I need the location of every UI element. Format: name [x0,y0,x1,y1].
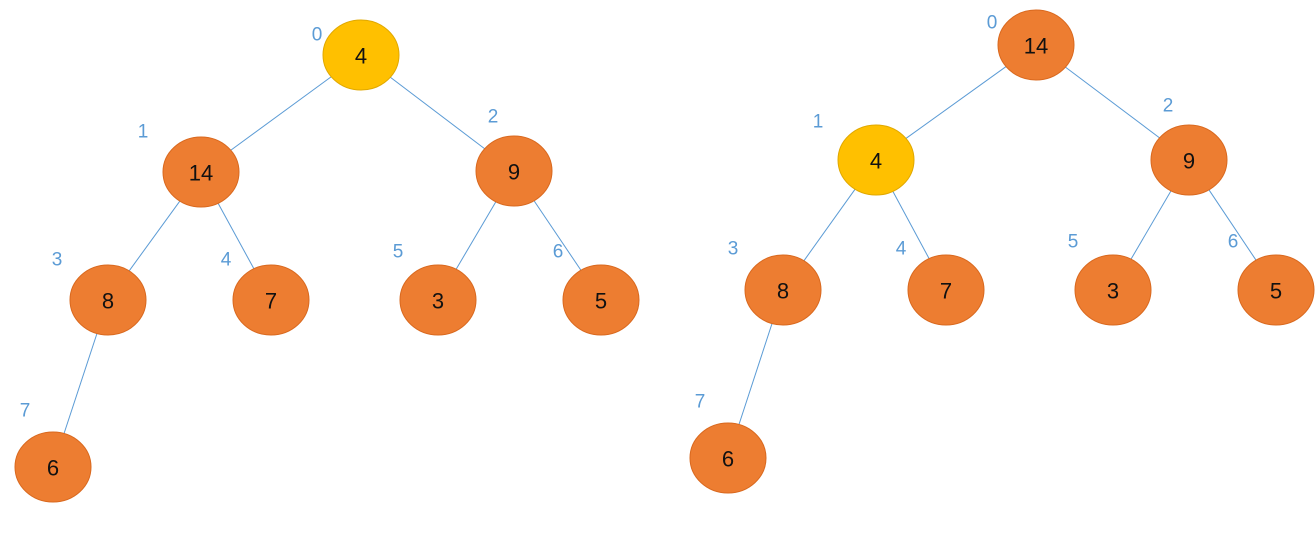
index-label-3: 3 [728,239,739,260]
node-circle [689,422,767,494]
node-1: 4 [837,124,915,196]
node-2: 9 [1150,124,1228,196]
edge-2-6 [1208,189,1257,261]
index-label-5: 5 [393,242,404,263]
index-label-0: 0 [987,13,998,34]
edge-3-7 [63,333,98,434]
node-circle [14,431,92,503]
node-circle [1237,254,1315,326]
node-circle [744,254,822,326]
edge-0-2 [390,76,485,150]
node-value: 14 [189,161,213,186]
node-circle [907,254,985,326]
index-label-1: 1 [813,112,824,133]
tree-after-swap: 14 0 4 1 9 2 8 3 7 4 3 5 5 6 6 7 [689,9,1315,494]
node-3: 8 [69,264,147,336]
node-circle [475,135,553,207]
node-circle [562,264,640,336]
node-value: 6 [722,447,734,472]
index-label-7: 7 [20,401,31,422]
index-label-2: 2 [1163,96,1174,117]
tree-before-swap: 4 0 14 1 9 2 8 3 7 4 3 5 5 6 6 7 [14,19,640,503]
node-0: 4 [322,19,400,91]
edge-2-5 [1130,190,1172,260]
highlighted-node-circle [837,124,915,196]
node-value: 3 [432,289,444,314]
node-circle [232,264,310,336]
edge-2-6 [533,200,582,271]
node-6: 5 [1237,254,1315,326]
node-circle [162,136,240,208]
node-circle [997,9,1075,81]
edge-1-4 [217,203,255,269]
node-value: 5 [595,289,607,314]
node-1: 14 [162,136,240,208]
node-2: 9 [475,135,553,207]
node-value: 14 [1024,34,1048,59]
edge-1-3 [128,200,181,272]
node-value: 9 [1183,149,1195,174]
index-label-2: 2 [488,107,499,128]
edge-1-4 [892,191,930,259]
edge-1-3 [803,188,856,262]
node-circle [1150,124,1228,196]
node-value: 5 [1270,279,1282,304]
index-label-5: 5 [1068,232,1079,253]
index-label-3: 3 [52,250,63,271]
node-7: 6 [14,431,92,503]
node-value: 3 [1107,279,1119,304]
node-value: 6 [47,456,59,481]
node-value: 4 [870,149,882,174]
node-circle [399,264,477,336]
node-5: 3 [399,264,477,336]
edge-0-2 [1065,66,1160,139]
node-circle [1074,254,1152,326]
node-value: 4 [355,44,367,69]
highlighted-node-circle [322,19,400,91]
edge-0-1 [230,76,332,151]
node-4: 7 [232,264,310,336]
edge-3-7 [738,323,773,425]
index-label-7: 7 [695,392,706,413]
node-circle [69,264,147,336]
node-3: 8 [744,254,822,326]
node-4: 7 [907,254,985,326]
node-6: 5 [562,264,640,336]
edge-0-1 [905,66,1007,139]
node-value: 7 [940,279,952,304]
node-value: 8 [777,279,789,304]
index-label-0: 0 [312,25,323,46]
index-label-4: 4 [221,250,232,271]
index-label-6: 6 [553,242,564,263]
node-value: 7 [265,289,277,314]
node-value: 8 [102,289,114,314]
index-label-6: 6 [1228,232,1239,253]
index-label-1: 1 [138,122,149,143]
node-7: 6 [689,422,767,494]
edge-2-5 [455,201,497,270]
node-value: 9 [508,160,520,185]
node-5: 3 [1074,254,1152,326]
index-label-4: 4 [896,239,907,260]
node-0: 14 [997,9,1075,81]
